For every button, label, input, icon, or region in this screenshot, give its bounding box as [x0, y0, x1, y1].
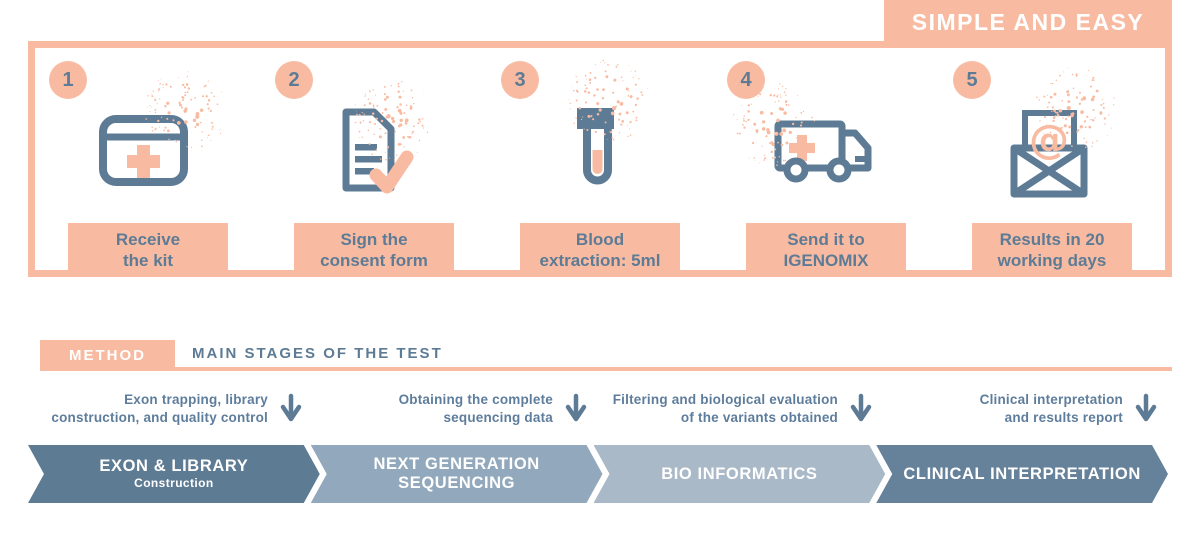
step-icon-wrap — [314, 81, 434, 210]
banner-label: SIMPLE AND EASY — [911, 9, 1145, 35]
step-receive-kit: 1 Receive the kit — [35, 48, 261, 277]
step-icon-wrap — [540, 59, 660, 210]
step-label: Receive the kit — [68, 223, 228, 277]
step-icon-wrap — [88, 71, 223, 210]
step-icon-wrap: @ — [992, 67, 1115, 210]
down-arrow-icon — [1135, 393, 1157, 422]
consent-form-icon — [342, 108, 414, 194]
stage-chevron-bioinformatics: BIO INFORMATICS — [594, 445, 886, 503]
stages-chevrons: EXON & LIBRARY Construction NEXT GENERAT… — [28, 445, 1168, 503]
cross-glyph — [789, 135, 815, 161]
cross-glyph — [127, 145, 160, 178]
section-title: MAIN STAGES OF THE TEST — [192, 345, 443, 362]
step-sign-consent: 2 Sign the consent form — [261, 48, 487, 277]
step-label: Sign the consent form — [294, 223, 454, 277]
blood-tube-icon — [577, 108, 614, 185]
checkmark-glyph — [369, 150, 414, 194]
delivery-truck-icon — [774, 120, 872, 183]
step-blood-extraction: 3 Blood extraction: 5ml — [487, 48, 713, 277]
step-number-badge: 4 — [727, 61, 765, 99]
stage-chevron-clinical: CLINICAL INTERPRETATION — [876, 445, 1168, 503]
step-number: 4 — [740, 68, 752, 91]
step-number-badge: 3 — [501, 61, 539, 99]
step-number-badge: 1 — [49, 61, 87, 99]
method-badge: METHOD — [40, 340, 175, 371]
down-arrow-icon — [565, 393, 587, 422]
step-number-badge: 2 — [275, 61, 313, 99]
down-arrow-icon — [280, 393, 302, 422]
step-send-to-igenomix: 4 Send it to IGENOMIX — [713, 48, 939, 277]
step-number-badge: 5 — [953, 61, 991, 99]
down-arrow-icon — [850, 393, 872, 422]
simple-easy-banner: SIMPLE AND EASY — [884, 0, 1172, 45]
medical-kit-icon — [99, 115, 188, 186]
method-divider-line — [40, 367, 1172, 371]
blood-sample-glyph — [592, 150, 603, 174]
email-results-icon: @ — [1010, 110, 1088, 198]
stage-description-clinical: Clinical interpretation and results repo… — [883, 384, 1168, 434]
step-label: Results in 20 working days — [972, 223, 1132, 277]
stage-description-exon-library: Exon trapping, library construction, and… — [28, 384, 313, 434]
steps-panel: 1 Receive the kit 2 — [28, 41, 1172, 277]
at-symbol-glyph: @ — [1029, 117, 1069, 163]
step-number: 2 — [288, 68, 300, 91]
step-label: Send it to IGENOMIX — [746, 223, 906, 277]
stage-descriptions: Exon trapping, library construction, and… — [28, 384, 1168, 434]
stage-chevron-exon-library: EXON & LIBRARY Construction — [28, 445, 320, 503]
step-number: 3 — [514, 68, 526, 91]
step-label: Blood extraction: 5ml — [520, 223, 680, 277]
step-icon-wrap — [733, 83, 886, 210]
step-results: 5 @ Results in 20 working days — [939, 48, 1165, 277]
stage-description-sequencing: Obtaining the complete sequencing data — [313, 384, 598, 434]
step-number: 1 — [62, 68, 74, 91]
step-number: 5 — [966, 68, 978, 91]
stage-chevron-sequencing: NEXT GENERATION SEQUENCING — [311, 445, 603, 503]
stage-description-bioinformatics: Filtering and biological evaluation of t… — [598, 384, 883, 434]
